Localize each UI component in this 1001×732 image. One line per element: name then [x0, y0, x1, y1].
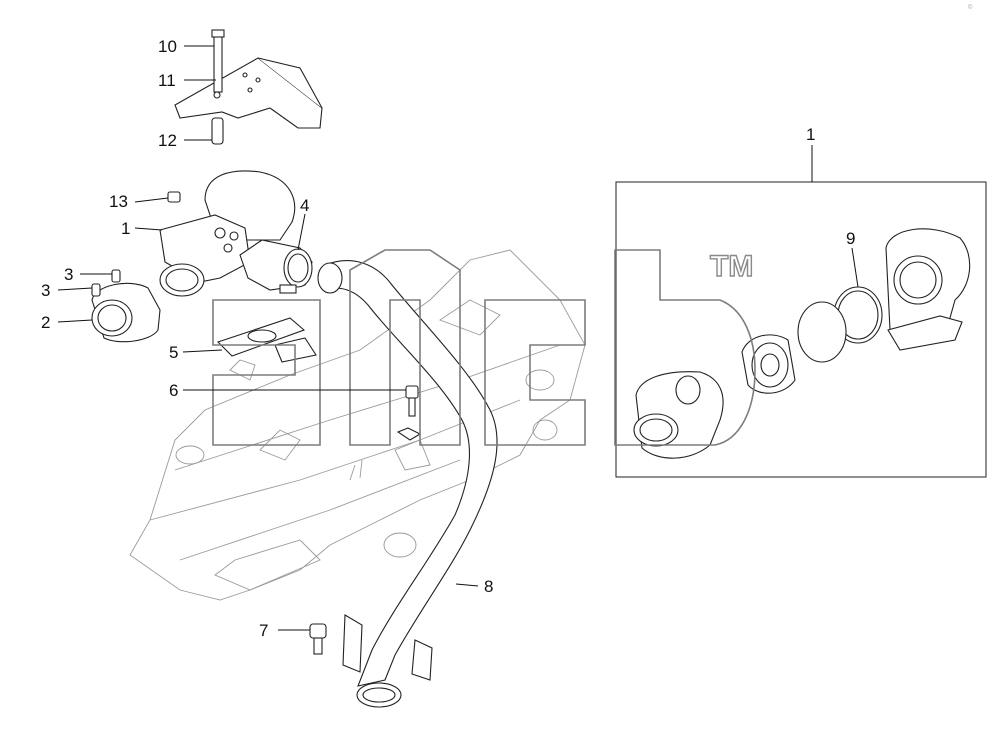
callout-6: 6	[169, 381, 178, 400]
turbo-exploded-parts	[633, 228, 971, 459]
intake-adapter	[91, 269, 161, 343]
callout-8: 8	[484, 577, 493, 596]
turbocharger-installed	[159, 170, 296, 297]
callout-5: 5	[169, 343, 178, 362]
callout-labels: 10 11 12 13 1 3 3 2 4 5 6 7 8 1 9	[41, 37, 855, 640]
leader-lines	[57, 45, 859, 631]
bolt-6	[396, 385, 422, 441]
snap-ring	[797, 301, 847, 363]
watermark-logo: TM	[212, 249, 756, 446]
callout-1-box: 1	[806, 125, 815, 144]
corner-mark: ©	[968, 4, 973, 11]
heat-shield-assembly	[174, 29, 323, 145]
sleeve-12	[211, 117, 224, 145]
callout-1: 1	[121, 219, 130, 238]
trademark-mark: TM	[710, 250, 753, 283]
clamp-assembly	[239, 239, 313, 294]
bolt-13	[167, 191, 181, 203]
callout-3-lower: 3	[41, 281, 50, 300]
engine-block	[129, 249, 586, 601]
callout-7: 7	[259, 621, 268, 640]
callout-3-upper: 3	[64, 265, 73, 284]
callout-2: 2	[41, 313, 50, 332]
callout-11: 11	[158, 71, 176, 90]
bolt-10	[213, 33, 223, 93]
callout-12: 12	[158, 131, 177, 150]
callout-10: 10	[158, 37, 177, 56]
callout-9: 9	[846, 229, 855, 248]
turbo-detail-box	[615, 181, 987, 478]
bracket-bolt-7	[309, 614, 433, 681]
callout-13: 13	[109, 192, 128, 211]
screw-3a	[111, 269, 121, 283]
screw-3b	[91, 283, 101, 297]
gasket-5	[216, 317, 317, 363]
callout-4: 4	[300, 196, 309, 215]
